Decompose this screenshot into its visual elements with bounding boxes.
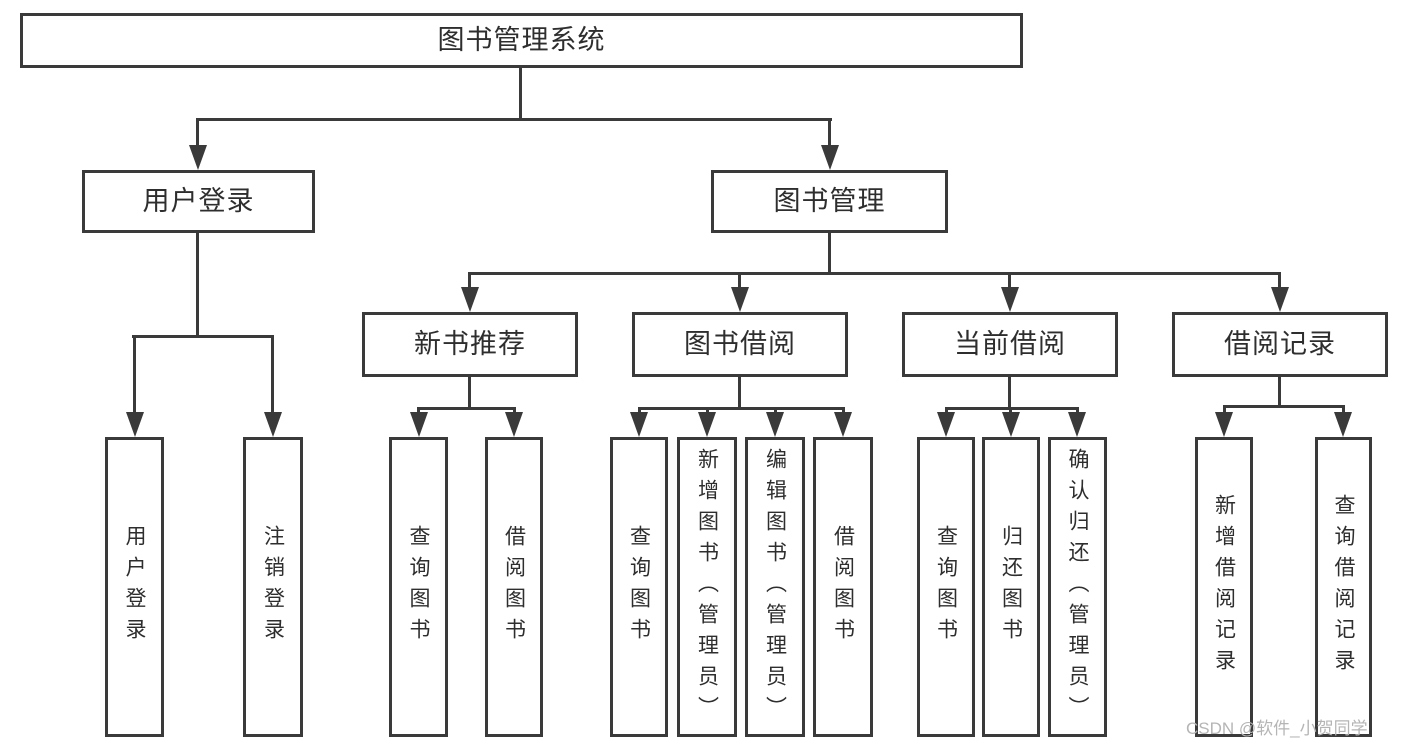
leaf-cb-confirm-return-label: 确认归还（管理员） xyxy=(1066,447,1089,727)
node-book-mgmt-label: 图书管理 xyxy=(773,186,886,216)
leaf-br-query-record-label: 查询借阅记录 xyxy=(1332,494,1355,680)
connector-leaf-bb-edit-shaft xyxy=(774,407,777,415)
connector-borrow-records-shaft xyxy=(1278,272,1281,290)
connector-leaf-cb-confirm-shaft xyxy=(1076,407,1079,415)
leaf-user-login: 用户登录 xyxy=(105,437,164,737)
arrow-into-user-login xyxy=(189,145,207,170)
node-borrow-records-label: 借阅记录 xyxy=(1224,329,1336,359)
connector-user-login-shaft xyxy=(196,118,199,148)
connector-current-borrow-stem xyxy=(1008,377,1011,407)
connector-leaf-logout-shaft xyxy=(271,335,274,415)
connector-user-login-crossbar xyxy=(132,335,274,338)
arrow-into-leaf-logout xyxy=(264,412,282,437)
node-user-login-label: 用户登录 xyxy=(142,186,255,216)
leaf-bb-edit-books-label: 编辑图书（管理员） xyxy=(763,447,787,727)
leaf-bb-borrow-books-label: 借阅图书 xyxy=(831,525,855,649)
connector-new-book-rec-crossbar xyxy=(417,407,516,410)
connector-root-crossbar xyxy=(197,118,832,121)
node-book-mgmt: 图书管理 xyxy=(711,170,948,233)
connector-book-mgmt-shaft xyxy=(828,118,831,148)
arrow-into-leaf-bb-add xyxy=(698,412,716,437)
leaf-bb-borrow-books: 借阅图书 xyxy=(813,437,873,737)
leaf-cb-return-books-label: 归还图书 xyxy=(999,525,1023,649)
arrow-into-leaf-cb-return xyxy=(1002,412,1020,437)
connector-leaf-cb-query-shaft xyxy=(945,407,948,415)
leaf-user-login-label: 用户登录 xyxy=(123,525,146,649)
connector-leaf-bb-borrow-shaft xyxy=(842,407,845,415)
arrow-into-leaf-cb-query xyxy=(937,412,955,437)
node-new-book-rec: 新书推荐 xyxy=(362,312,578,377)
node-current-borrow: 当前借阅 xyxy=(902,312,1118,377)
leaf-rec-borrow-books-label: 借阅图书 xyxy=(502,525,526,649)
node-book-borrow-label: 图书借阅 xyxy=(684,329,796,359)
leaf-br-add-record-label: 新增借阅记录 xyxy=(1212,494,1236,680)
arrow-into-leaf-bb-edit xyxy=(766,412,784,437)
connector-leaf-rec-query-shaft xyxy=(417,407,420,415)
connector-leaf-bb-query-shaft xyxy=(638,407,641,415)
connector-new-book-rec-stem xyxy=(468,377,471,407)
connector-book-borrow-crossbar xyxy=(638,407,845,410)
arrow-into-leaf-user-login xyxy=(126,412,144,437)
arrow-into-leaf-cb-confirm xyxy=(1068,412,1086,437)
node-user-login: 用户登录 xyxy=(82,170,315,233)
connector-book-mgmt-stem xyxy=(828,233,831,272)
connector-borrow-records-crossbar xyxy=(1223,405,1345,408)
arrow-into-leaf-br-add xyxy=(1215,412,1233,437)
leaf-bb-query-books: 查询图书 xyxy=(610,437,668,737)
leaf-rec-query-books: 查询图书 xyxy=(389,437,448,737)
node-current-borrow-label: 当前借阅 xyxy=(954,329,1066,359)
connector-leaf-bb-add-shaft xyxy=(706,407,709,415)
arrow-into-book-mgmt xyxy=(821,145,839,170)
arrow-into-new-book-rec xyxy=(461,287,479,312)
leaf-cb-query-books-label: 查询图书 xyxy=(934,525,958,649)
connector-book-mgmt-crossbar xyxy=(468,272,1281,275)
leaf-cb-confirm-return: 确认归还（管理员） xyxy=(1048,437,1107,737)
leaf-rec-borrow-books: 借阅图书 xyxy=(485,437,543,737)
leaf-bb-add-books-label: 新增图书（管理员） xyxy=(695,447,719,727)
connector-borrow-records-stem xyxy=(1278,377,1281,405)
connector-current-borrow-crossbar xyxy=(945,407,1079,410)
arrow-into-leaf-rec-borrow xyxy=(505,412,523,437)
connector-new-book-rec-shaft xyxy=(468,272,471,290)
leaf-bb-edit-books: 编辑图书（管理员） xyxy=(745,437,805,737)
leaf-cb-query-books: 查询图书 xyxy=(917,437,975,737)
arrow-into-current-borrow xyxy=(1001,287,1019,312)
connector-root-stem xyxy=(519,68,522,118)
node-book-borrow: 图书借阅 xyxy=(632,312,848,377)
arrow-into-book-borrow xyxy=(731,287,749,312)
leaf-logout: 注销登录 xyxy=(243,437,303,737)
connector-leaf-br-query-shaft xyxy=(1342,405,1345,415)
leaf-bb-query-books-label: 查询图书 xyxy=(627,525,651,649)
leaf-br-query-record: 查询借阅记录 xyxy=(1315,437,1372,737)
leaf-cb-return-books: 归还图书 xyxy=(982,437,1040,737)
connector-leaf-br-add-shaft xyxy=(1223,405,1226,415)
node-new-book-rec-label: 新书推荐 xyxy=(414,329,526,359)
leaf-logout-label: 注销登录 xyxy=(261,525,285,649)
arrow-into-leaf-bb-borrow xyxy=(834,412,852,437)
csdn-watermark: CSDN @软件_小贺同学 xyxy=(1186,719,1368,738)
connector-user-login-stem xyxy=(196,233,199,335)
leaf-bb-add-books: 新增图书（管理员） xyxy=(677,437,737,737)
node-root: 图书管理系统 xyxy=(20,13,1023,68)
connector-leaf-user-login-shaft xyxy=(133,335,136,415)
leaf-rec-query-books-label: 查询图书 xyxy=(407,525,430,649)
connector-leaf-cb-return-shaft xyxy=(1009,407,1012,415)
connector-current-borrow-shaft xyxy=(1008,272,1011,290)
node-borrow-records: 借阅记录 xyxy=(1172,312,1388,377)
arrow-into-leaf-bb-query xyxy=(630,412,648,437)
leaf-br-add-record: 新增借阅记录 xyxy=(1195,437,1253,737)
arrow-into-borrow-records xyxy=(1271,287,1289,312)
connector-book-borrow-shaft xyxy=(738,272,741,290)
arrow-into-leaf-br-query xyxy=(1334,412,1352,437)
node-root-label: 图书管理系统 xyxy=(437,25,606,55)
connector-book-borrow-stem xyxy=(738,377,741,407)
arrow-into-leaf-rec-query xyxy=(410,412,428,437)
connector-leaf-rec-borrow-shaft xyxy=(513,407,516,415)
